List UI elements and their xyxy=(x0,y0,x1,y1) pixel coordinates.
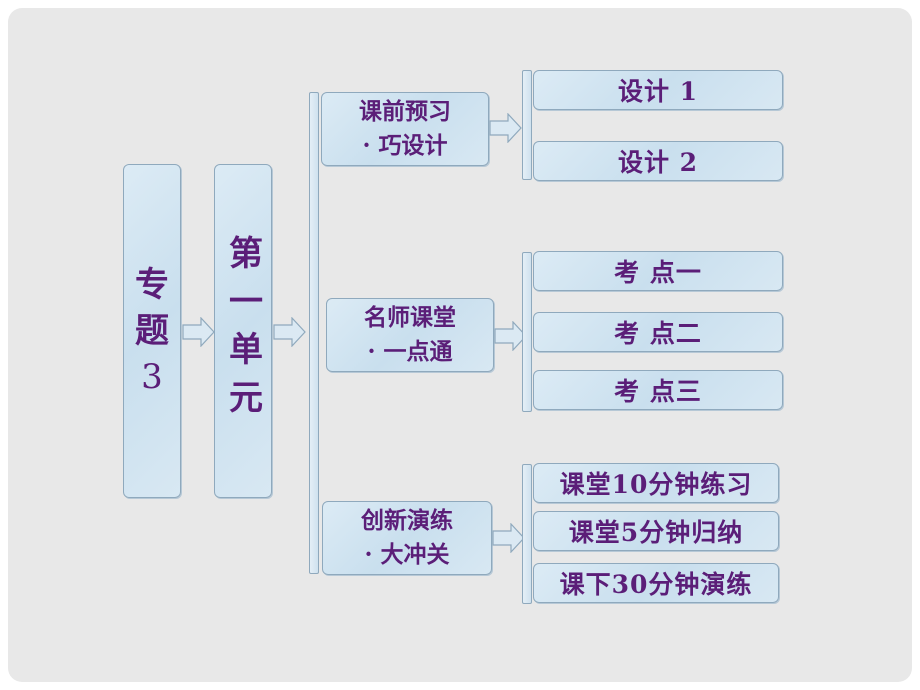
unit-label: 第一单元 xyxy=(222,235,263,427)
section-1-title: 课前预习 xyxy=(359,98,451,125)
item-bracket-3 xyxy=(522,464,532,604)
arrow-icon xyxy=(494,321,527,351)
section-3-subtitle: · 大冲关 xyxy=(364,541,450,568)
section-bracket xyxy=(309,92,319,574)
section-box-2: 名师课堂 · 一点通 xyxy=(326,298,494,372)
item-box-1-2: 设计 2 xyxy=(533,141,783,181)
arrow-icon xyxy=(489,113,522,143)
item-label: 考 点二 xyxy=(614,319,702,348)
item-label: 考 点一 xyxy=(614,258,702,287)
item-box-2-2: 考 点二 xyxy=(533,312,783,352)
item-box-3-1: 课堂10分钟练习 xyxy=(533,463,779,503)
arrow-icon xyxy=(273,317,306,347)
item-label: 课下30分钟演练 xyxy=(559,570,753,599)
topic-box: 专 题 3 xyxy=(123,164,181,498)
item-label: 课堂10分钟练习 xyxy=(559,470,753,499)
section-box-3: 创新演练 · 大冲关 xyxy=(322,501,492,575)
unit-box: 第一单元 xyxy=(214,164,272,498)
item-bracket-2 xyxy=(522,252,532,412)
item-box-1-1: 设计 1 xyxy=(533,70,783,110)
item-label: 课堂5分钟归纳 xyxy=(568,518,744,547)
topic-char-1: 专 xyxy=(135,265,169,305)
item-box-3-2: 课堂5分钟归纳 xyxy=(533,511,779,551)
item-label: 考 点三 xyxy=(614,377,702,406)
item-label: 设计 1 xyxy=(617,77,699,106)
topic-number: 3 xyxy=(141,357,163,397)
section-3-title: 创新演练 xyxy=(361,507,453,534)
section-2-title: 名师课堂 xyxy=(364,304,456,331)
item-bracket-1 xyxy=(522,70,532,180)
arrow-icon xyxy=(492,523,525,553)
item-label: 设计 2 xyxy=(617,148,699,177)
section-1-subtitle: · 巧设计 xyxy=(362,132,448,159)
item-box-2-3: 考 点三 xyxy=(533,370,783,410)
item-box-2-1: 考 点一 xyxy=(533,251,783,291)
arrow-icon xyxy=(182,317,215,347)
section-box-1: 课前预习 · 巧设计 xyxy=(321,92,489,166)
section-2-subtitle: · 一点通 xyxy=(367,338,453,365)
item-box-3-3: 课下30分钟演练 xyxy=(533,563,779,603)
topic-char-2: 题 xyxy=(135,311,169,351)
